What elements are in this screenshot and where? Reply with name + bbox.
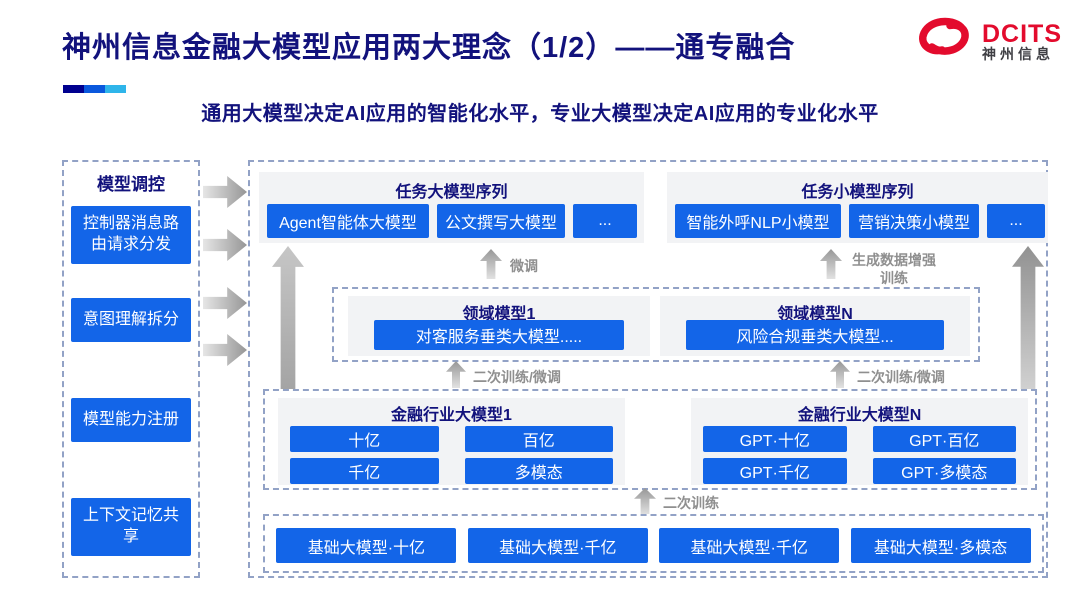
model-control-title: 模型调控 — [97, 175, 165, 194]
domain-model-1-group: 领域模型1 对客服务垂类大模型..... — [348, 296, 650, 356]
model-box-multimodal: 多模态 — [464, 458, 613, 484]
right-arrow-icon — [203, 334, 247, 366]
model-box-base-100b-a: 基础大模型·千亿 — [467, 528, 648, 563]
secondary-train-ft-left-label: 二次训练/微调 — [473, 369, 561, 385]
base-model-box: 基础大模型·十亿 基础大模型·千亿 基础大模型·千亿 基础大模型·多模态 — [263, 514, 1044, 573]
domain-model-n-group: 领域模型N 风险合规垂类大模型... — [660, 296, 970, 356]
sidebar-item-register: 模型能力注册 — [71, 398, 191, 442]
secondary-train-ft-right-label: 二次训练/微调 — [857, 369, 945, 385]
model-box-more: ... — [573, 204, 637, 238]
up-arrow-icon — [446, 361, 466, 388]
model-box-1b: 十亿 — [290, 426, 439, 452]
model-box-more: ... — [987, 204, 1045, 238]
model-control-panel: 模型调控 控制器消息路由请求分发 意图理解拆分 模型能力注册 上下文记忆共享 — [62, 160, 200, 578]
model-box-agent: Agent智能体大模型 — [267, 204, 429, 238]
up-arrow-icon — [634, 488, 656, 515]
dcits-swirl-icon — [915, 16, 973, 67]
domain-model-box: 领域模型1 对客服务垂类大模型..... 领域模型N 风险合规垂类大模型... — [332, 287, 980, 362]
right-arrow-icon — [203, 287, 247, 319]
page-title: 神州信息金融大模型应用两大理念（1/2）——通专融合 — [62, 32, 796, 64]
industry-model-1-group: 金融行业大模型1 十亿 百亿 千亿 多模态 — [278, 398, 625, 485]
up-arrow-icon — [820, 249, 842, 279]
task-large-model-group: 任务大模型序列 Agent智能体大模型 公文撰写大模型 ... — [259, 172, 644, 243]
industry-model-n-title: 金融行业大模型N — [797, 407, 922, 424]
model-box-gpt-100b: GPT·千亿 — [703, 458, 847, 484]
sidebar-item-context: 上下文记忆共享 — [71, 498, 191, 556]
company-logo: DCITS 神州信息 — [915, 16, 1062, 67]
model-box-base-100b-b: 基础大模型·千亿 — [659, 528, 840, 563]
task-small-model-group: 任务小模型序列 智能外呼NLP小模型 营销决策小模型 ... — [667, 172, 1048, 243]
model-box-100b: 千亿 — [290, 458, 439, 484]
up-arrow-icon — [480, 249, 502, 279]
model-box-gpt-10b: GPT·百亿 — [872, 426, 1016, 452]
model-box-base-1b: 基础大模型·十亿 — [276, 528, 457, 563]
gen-data-label: 生成数据增强训练 — [852, 252, 936, 286]
model-box-customer-service: 对客服务垂类大模型..... — [374, 320, 624, 350]
model-box-marketing: 营销决策小模型 — [849, 204, 979, 238]
industry-model-n-group: 金融行业大模型N GPT·十亿 GPT·百亿 GPT·千亿 GPT·多模态 — [691, 398, 1028, 485]
right-arrow-icon — [203, 176, 247, 208]
model-box-nlp-call: 智能外呼NLP小模型 — [675, 204, 841, 238]
model-box-base-multimodal: 基础大模型·多模态 — [850, 528, 1031, 563]
right-arrow-icon — [203, 229, 247, 261]
model-box-writing: 公文撰写大模型 — [437, 204, 565, 238]
sidebar-item-intent: 意图理解拆分 — [71, 298, 191, 342]
secondary-train-label: 二次训练 — [663, 495, 719, 511]
model-box-gpt-1b: GPT·十亿 — [703, 426, 847, 452]
diagram-container: 任务大模型序列 Agent智能体大模型 公文撰写大模型 ... 任务小模型序列 … — [248, 160, 1048, 578]
industry-model-1-title: 金融行业大模型1 — [391, 407, 512, 424]
model-box-10b: 百亿 — [464, 426, 613, 452]
decorative-bar — [63, 85, 126, 93]
logo-brand-text: DCITS — [982, 20, 1062, 49]
industry-model-box: 金融行业大模型1 十亿 百亿 千亿 多模态 金融行业大模型N GPT·十亿 GP… — [263, 389, 1037, 490]
sidebar-item-router: 控制器消息路由请求分发 — [71, 206, 191, 264]
model-box-gpt-multimodal: GPT·多模态 — [872, 458, 1016, 484]
domain-model-1-title: 领域模型1 — [462, 306, 536, 323]
model-box-risk-compliance: 风险合规垂类大模型... — [686, 320, 944, 350]
up-arrow-icon — [830, 361, 850, 388]
domain-model-n-title: 领域模型N — [777, 306, 853, 323]
fine-tune-label: 微调 — [510, 258, 538, 274]
task-small-model-title: 任务小模型序列 — [801, 184, 914, 201]
slide-subtitle: 通用大模型决定AI应用的智能化水平，专业大模型决定AI应用的专业化水平 — [201, 103, 879, 125]
logo-brand-cn-text: 神州信息 — [982, 46, 1054, 63]
task-large-model-title: 任务大模型序列 — [395, 184, 508, 201]
